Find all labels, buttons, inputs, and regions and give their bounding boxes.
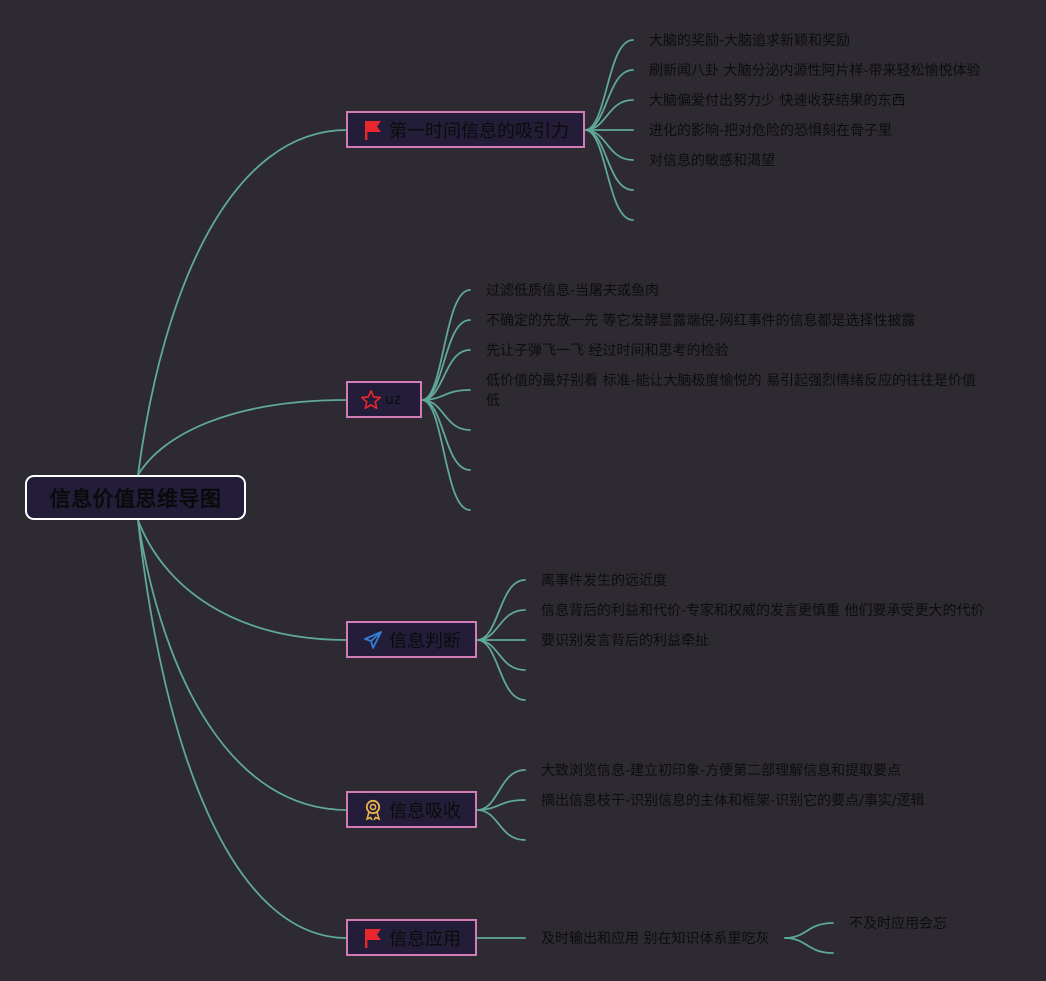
- root-connector: [137, 519, 348, 641]
- leaf-connector: [476, 639, 526, 701]
- branch-node-attraction[interactable]: 第一时间信息的吸引力: [346, 111, 585, 148]
- leaf-text: 离事件发生的远近度: [541, 573, 667, 589]
- branch-label: 信息判断: [389, 630, 461, 652]
- leaf-text: 低价值的最好别看 标准-能让大脑极度愉悦的 易引起强烈情绪反应的往往是价值低: [486, 373, 976, 409]
- leaf-connector: [421, 319, 471, 401]
- leaf-text: 对信息的敏感和渴望: [649, 153, 775, 169]
- leaf-text: 不确定的先放一先 等它发酵显露端倪-网红事件的信息都是选择性披露: [486, 313, 916, 329]
- leaf-connector: [784, 937, 834, 954]
- root-node[interactable]: 信息价值思维导图: [25, 475, 246, 520]
- paper-plane-icon: [362, 629, 383, 651]
- leaf-text: 进化的影响-把对危险的恐惧刻在骨子里: [649, 123, 893, 139]
- leaf-connector: [421, 399, 471, 511]
- leaf-connector: [584, 129, 634, 221]
- branch-node-application[interactable]: 信息应用: [346, 919, 477, 956]
- leaf-text: 大脑偏爱付出努力少 快速收获结果的东西: [649, 93, 906, 109]
- leaf-connector: [584, 39, 634, 131]
- branch-label: uz: [385, 391, 402, 408]
- leaf-connector: [421, 349, 471, 401]
- branch-label: 信息吸收: [389, 800, 461, 822]
- leaf-text: 及时输出和应用 别在知识体系里吃灰: [541, 931, 770, 947]
- root-connector: [137, 519, 348, 939]
- root-title: 信息价值思维导图: [49, 486, 222, 511]
- root-connector: [137, 129, 348, 476]
- leaf-connector: [584, 69, 634, 131]
- red-flag-icon: [362, 927, 383, 949]
- leaf-connector: [421, 289, 471, 401]
- leaf-connector: [476, 809, 526, 841]
- branch-node-judgement[interactable]: 信息判断: [346, 621, 477, 658]
- star-icon: [360, 389, 382, 411]
- leaf-text: 刷新闻八卦 大脑分泌内源性阿片样-带来轻松愉悦体验: [649, 63, 981, 79]
- leaf-connector: [476, 579, 526, 641]
- leaf-connector: [476, 639, 526, 671]
- leaf-connector: [476, 609, 526, 641]
- leaf-text: 摘出信息枝干-识别信息的主体和框架-识别它的要点/事实/逻辑: [541, 793, 925, 809]
- leaf-text: 大致浏览信息-建立初印象-方便第二部理解信息和提取要点: [541, 763, 902, 779]
- red-flag-icon: [362, 119, 383, 141]
- leaf-connector: [784, 922, 834, 939]
- sub-leaf-text: 不及时应用会忘: [849, 916, 947, 932]
- root-connector: [137, 399, 348, 476]
- leaf-text: 要识别发言背后的利益牵扯: [541, 633, 709, 649]
- branch-label: 第一时间信息的吸引力: [389, 120, 569, 142]
- branch-node-uz[interactable]: uz: [346, 381, 422, 418]
- leaf-text: 先让子弹飞一飞 经过时间和思考的检验: [486, 343, 729, 359]
- branch-node-absorption[interactable]: 信息吸收: [346, 791, 477, 828]
- award-ribbon-icon: [362, 799, 383, 821]
- leaf-text: 信息背后的利益和代价-专家和权威的发言更慎重 他们要承受更大的代价: [541, 603, 985, 619]
- branch-label: 信息应用: [389, 928, 461, 950]
- leaf-text: 大脑的奖励-大脑追求新颖和奖励: [649, 33, 851, 49]
- root-connector: [137, 519, 348, 811]
- leaf-text: 过滤低质信息-当屠夫或鱼肉: [486, 283, 660, 299]
